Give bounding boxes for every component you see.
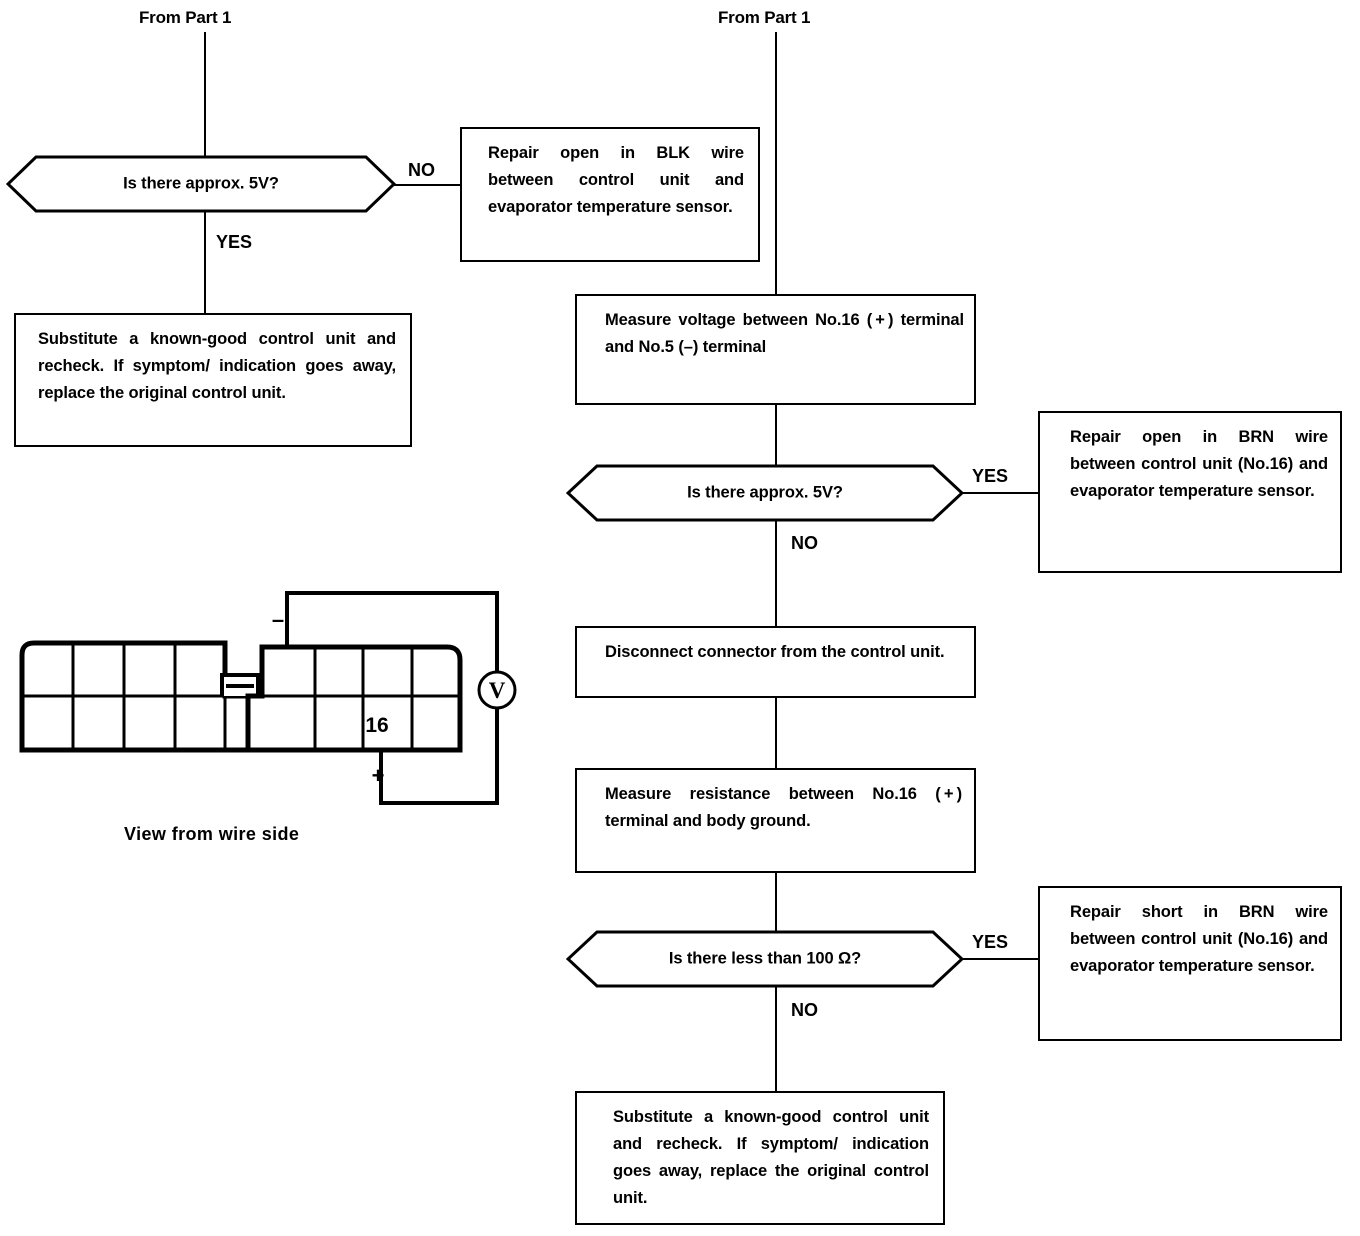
- box-measure-voltage-text: Measure voltage between No.16 ( + ) term…: [605, 311, 964, 356]
- box-substitute-control-unit-bottom-text: Substitute a known-good control unit and…: [613, 1108, 929, 1207]
- connector-illustration-caption: View from wire side: [124, 824, 300, 844]
- connector-decision-voltage-yes: [961, 492, 1040, 494]
- connector-left-decision-yes: [204, 211, 206, 314]
- connector-decision-resistance-no: [775, 986, 777, 1091]
- decision-left-voltage-5v-label: Is there approx. 5V?: [123, 174, 279, 193]
- connector-illustration: V: [0, 575, 540, 815]
- connector-decision-voltage-no: [775, 520, 777, 626]
- decision-left-voltage-5v: Is there approx. 5V?: [6, 155, 396, 213]
- voltmeter-circle: [477, 670, 517, 710]
- box-measure-resistance-text: Measure resistance between No.16 ( + ) t…: [605, 785, 962, 830]
- box-disconnect-connector: Disconnect connector from the control un…: [575, 626, 976, 698]
- negative-lead-label: –: [272, 607, 284, 632]
- connector-decision-resistance-yes: [961, 958, 1040, 960]
- connector-measure-resistance-to-decision: [775, 873, 777, 932]
- connector-right-header-to-measure-voltage: [775, 32, 777, 294]
- box-repair-open-brn: Repair open in BRN wire between control …: [1038, 411, 1342, 573]
- label-left-yes: YES: [216, 232, 253, 252]
- label-decision-voltage-yes: YES: [972, 466, 1009, 486]
- decision-right-voltage-5v-label: Is there approx. 5V?: [687, 483, 843, 502]
- box-repair-short-brn-text: Repair short in BRN wire between control…: [1070, 903, 1328, 975]
- label-decision-resistance-yes: YES: [972, 932, 1009, 952]
- decision-resistance-100-ohm-label: Is there less than 100 Ω?: [668, 949, 862, 968]
- label-decision-voltage-no: NO: [791, 533, 818, 553]
- header-from-part-1-left: From Part 1: [139, 8, 232, 27]
- box-repair-open-brn-text: Repair open in BRN wire between control …: [1070, 428, 1328, 500]
- connector-right-body: [245, 644, 463, 753]
- box-substitute-control-unit-bottom: Substitute a known-good control unit and…: [575, 1091, 945, 1225]
- terminal-number-16: 16: [365, 714, 388, 737]
- box-repair-open-blk-text: Repair open in BLK wire between control …: [488, 144, 744, 216]
- positive-lead-wire: [379, 708, 499, 805]
- voltmeter-symbol-v: V: [489, 678, 506, 703]
- connector-left-decision-no: [394, 184, 462, 186]
- decision-right-voltage-5v: Is there approx. 5V?: [566, 464, 964, 522]
- box-substitute-control-unit-left: Substitute a known-good control unit and…: [14, 313, 412, 447]
- connector-disconnect-to-measure-resistance: [775, 698, 777, 768]
- positive-lead-label: +: [372, 763, 385, 788]
- box-repair-short-brn: Repair short in BRN wire between control…: [1038, 886, 1342, 1041]
- label-decision-resistance-no: NO: [791, 1000, 818, 1020]
- box-disconnect-connector-text: Disconnect connector from the control un…: [605, 643, 945, 661]
- connector-measure-voltage-to-decision: [775, 405, 777, 465]
- box-measure-voltage: Measure voltage between No.16 ( + ) term…: [575, 294, 976, 405]
- decision-resistance-100-ohm: Is there less than 100 Ω?: [566, 930, 964, 988]
- connector-left-header-to-decision: [204, 32, 206, 156]
- header-from-part-1-right: From Part 1: [718, 8, 811, 27]
- box-repair-open-blk: Repair open in BLK wire between control …: [460, 127, 760, 262]
- box-substitute-control-unit-left-text: Substitute a known-good control unit and…: [38, 330, 396, 402]
- label-left-no: NO: [408, 160, 435, 180]
- box-measure-resistance: Measure resistance between No.16 ( + ) t…: [575, 768, 976, 873]
